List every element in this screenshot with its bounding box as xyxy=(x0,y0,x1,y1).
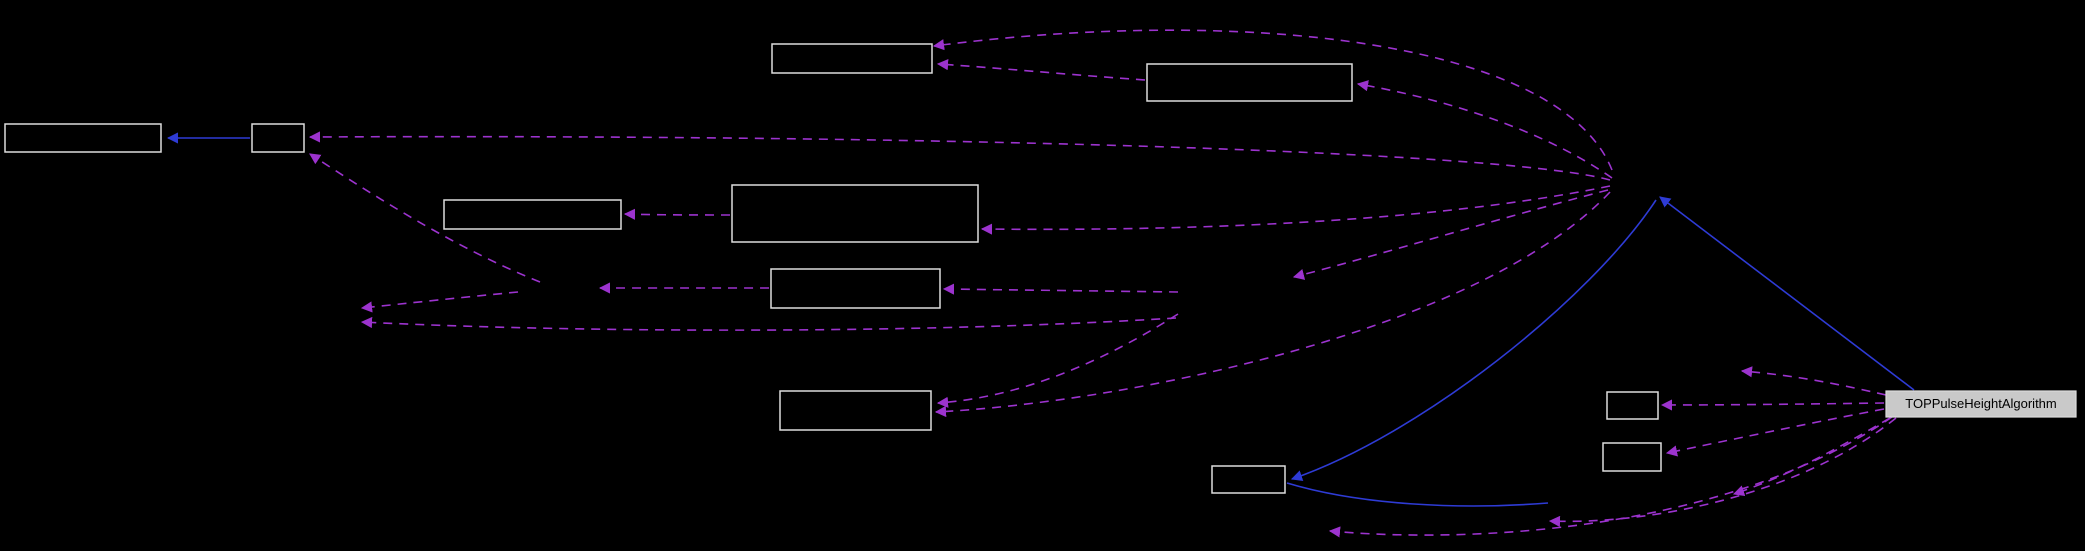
node-left-small[interactable] xyxy=(251,123,305,153)
edge-midhidden-to-center xyxy=(942,283,1179,295)
edge-hub-to-center-large xyxy=(980,185,1611,235)
node-bottom-small[interactable] xyxy=(1211,465,1286,494)
edge-selected-to-right-small-lower xyxy=(1665,408,1885,457)
node-top-center[interactable] xyxy=(771,43,933,74)
edge-hub-to-left-small xyxy=(308,131,1611,181)
edge-selected-to-lowerright-hidden xyxy=(1732,417,1891,497)
edge-midhidden-to-farhidden-lower xyxy=(360,316,1177,331)
edge-hub-to-top-right xyxy=(1356,80,1613,179)
node-center-large[interactable] xyxy=(731,184,979,243)
node-right-small-upper[interactable] xyxy=(1606,391,1659,420)
node-top-right[interactable] xyxy=(1146,63,1353,102)
edge-selected-to-bottom-hidden-2 xyxy=(1328,416,1893,538)
selected-node-label: TOPPulseHeightAlgorithm xyxy=(1905,396,2057,411)
node-lower-center[interactable] xyxy=(779,390,932,431)
node-far-left[interactable] xyxy=(4,123,162,153)
edge-lefthidden-to-farhidden-upper xyxy=(360,291,519,313)
edge-selected-to-upper-hidden xyxy=(1740,366,1887,396)
edge-lower-to-left-small xyxy=(309,153,541,283)
edge-selected-to-bottom-hidden-1 xyxy=(1548,417,1897,527)
node-right-small-lower[interactable] xyxy=(1602,442,1662,472)
edge-selected-to-right-small-upper xyxy=(1660,399,1885,411)
node-mid-left[interactable] xyxy=(443,199,622,230)
edge-hub-to-bottom-small xyxy=(1290,199,1657,482)
selected-node-box[interactable] xyxy=(1885,390,2077,418)
edge-top-right-to-top-center xyxy=(936,59,1146,81)
node-layer: TOPPulseHeightAlgorithm xyxy=(4,43,2077,494)
edge-bottom-small-tail xyxy=(1286,482,1549,507)
edge-hub-to-midhidden xyxy=(1292,189,1609,280)
edge-selected-to-hub xyxy=(1659,196,1915,391)
node-toppulseheightalgorithm[interactable]: TOPPulseHeightAlgorithm xyxy=(1885,390,2077,418)
edge-hub-to-lower-center xyxy=(934,191,1611,418)
edge-center-large-to-mid-left xyxy=(623,208,731,220)
edge-midhidden-to-lower-center xyxy=(936,313,1179,408)
node-center[interactable] xyxy=(770,268,941,309)
edge-layer xyxy=(166,29,1915,538)
